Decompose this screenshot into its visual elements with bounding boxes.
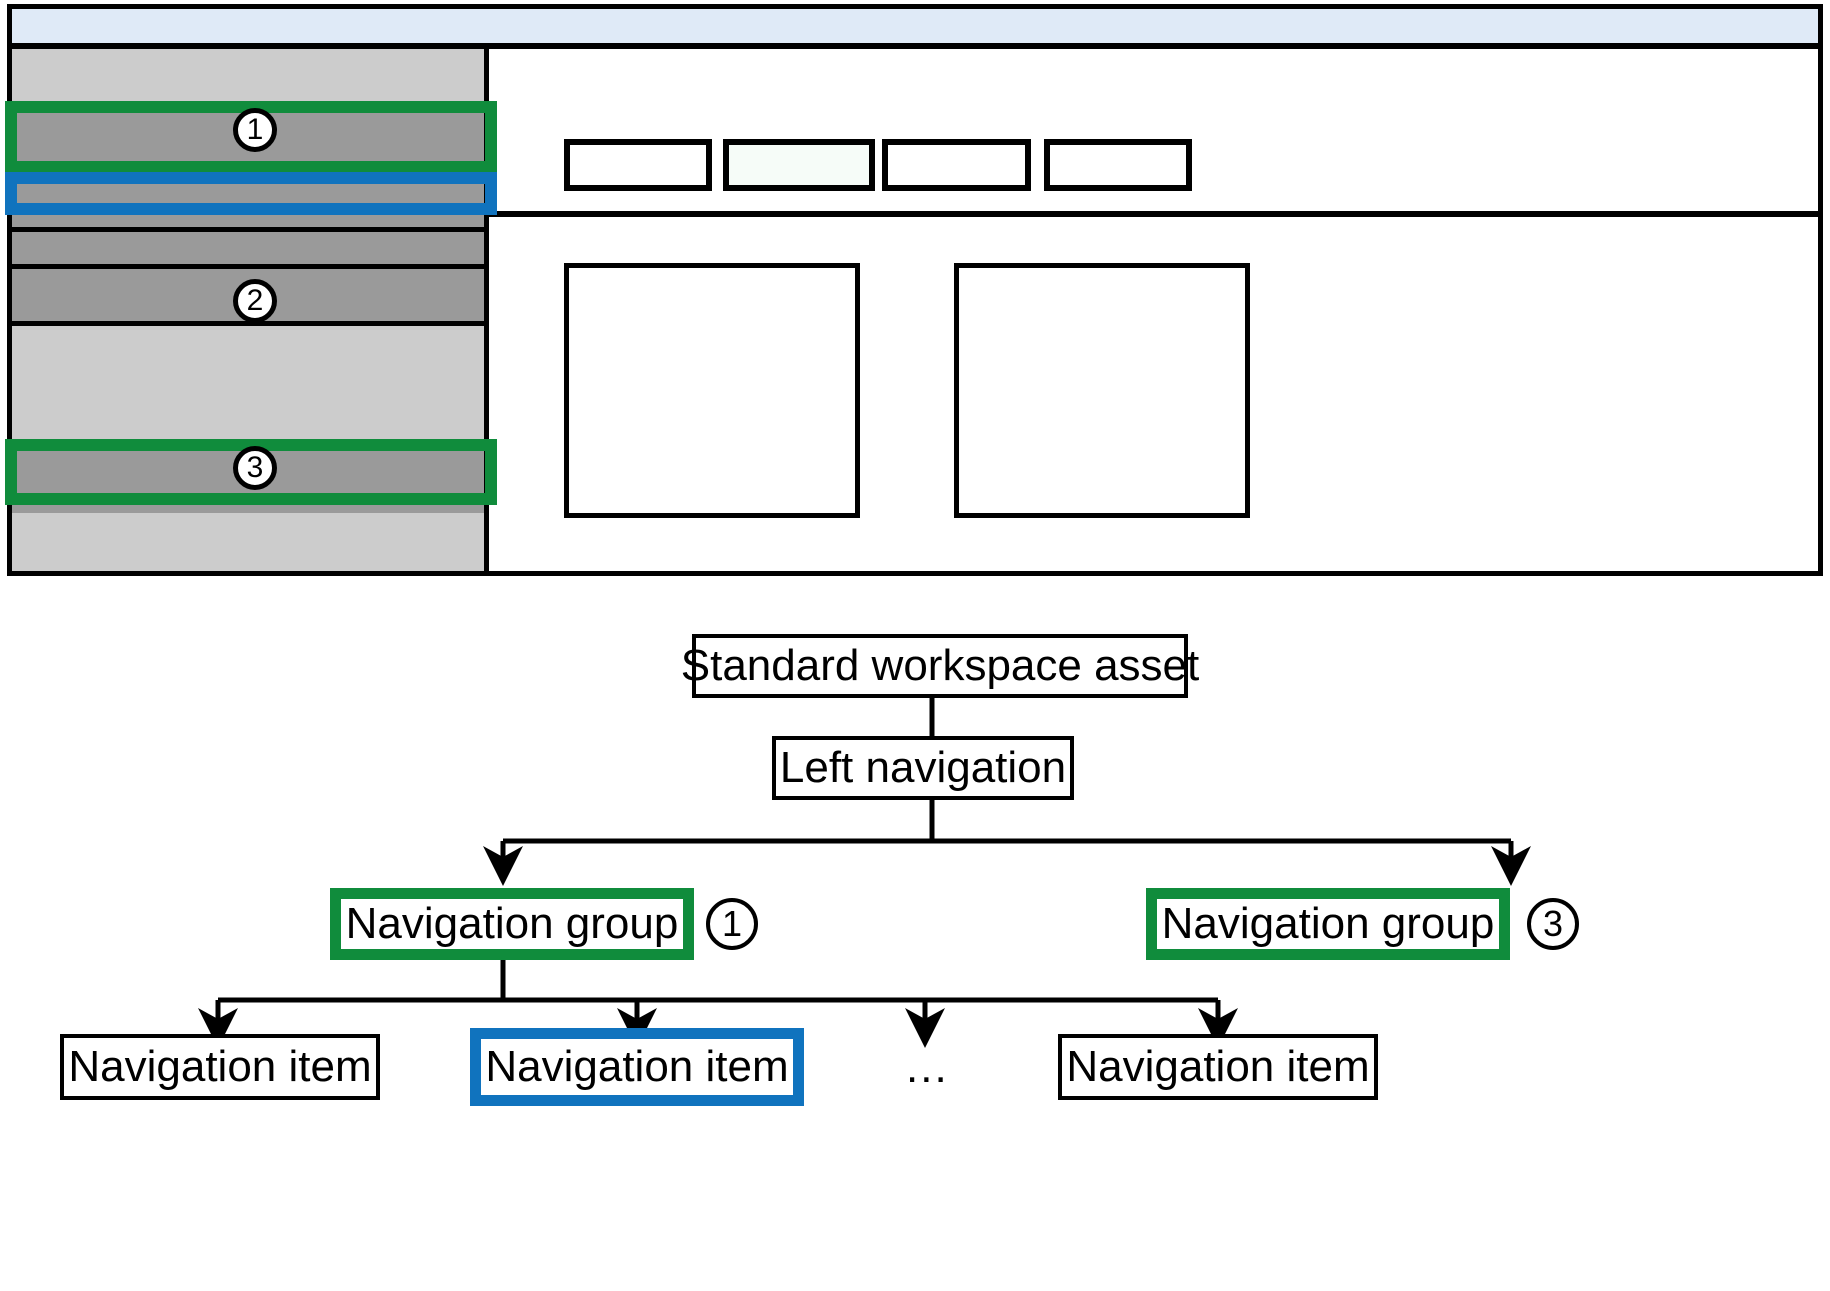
callout-marker-3: 3 [233, 446, 277, 490]
content-card-2[interactable] [954, 263, 1250, 518]
toolbar-region [489, 49, 1818, 217]
tree-node-navigation-group-3-label: Navigation group [1157, 899, 1499, 949]
tree-node-navigation-item-1[interactable]: Navigation item [60, 1034, 380, 1100]
tree-node-navigation-group-3[interactable]: Navigation group [1146, 888, 1510, 960]
tree-node-navigation-item-2-label: Navigation item [481, 1039, 793, 1095]
application-title-bar [12, 9, 1818, 49]
toolbar-button-2[interactable] [723, 139, 875, 191]
sidebar-item-row-a[interactable] [12, 227, 484, 269]
toolbar-button-4[interactable] [1044, 139, 1192, 191]
tree-node-navigation-item-1-label: Navigation item [68, 1042, 372, 1091]
tree-node-navigation-item-n-label: Navigation item [1066, 1042, 1370, 1091]
content-card-1[interactable] [564, 263, 860, 518]
callout-marker-1-label: 1 [246, 113, 264, 146]
highlight-group-1 [5, 101, 497, 173]
main-content-region [489, 49, 1818, 571]
tree-node-navigation-item-2[interactable]: Navigation item [470, 1028, 804, 1106]
toolbar-button-1[interactable] [564, 139, 712, 191]
tree-node-root[interactable]: Standard workspace asset [681, 634, 1199, 698]
nav-filler-bottom [12, 513, 484, 571]
tree-callout-marker-1-label: 1 [721, 903, 743, 944]
tree-callout-marker-1: 1 [706, 898, 758, 950]
callout-marker-2: 2 [233, 279, 277, 323]
highlight-group-3 [5, 439, 497, 505]
tree-node-navigation-group-1-label: Navigation group [341, 899, 683, 949]
callout-marker-2-label: 2 [246, 284, 264, 317]
toolbar-button-3[interactable] [882, 139, 1031, 191]
tree-node-root-label: Standard workspace asset [680, 641, 1200, 690]
tree-node-navigation-item-n[interactable]: Navigation item [1058, 1034, 1378, 1100]
workspace-wireframe: 1 2 3 [5, 4, 1823, 576]
nav-filler-top [12, 49, 484, 108]
nav-filler-mid-2 [12, 326, 484, 451]
highlight-selected-item [5, 172, 497, 215]
tree-node-left-navigation-label: Left navigation [779, 743, 1067, 792]
tree-node-left-navigation[interactable]: Left navigation [772, 736, 1074, 800]
callout-marker-1: 1 [233, 108, 277, 152]
hierarchy-tree-diagram: Standard workspace asset Left navigation… [0, 576, 1830, 1291]
tree-ellipsis: ... [906, 1043, 949, 1092]
tree-node-navigation-group-1[interactable]: Navigation group [330, 888, 694, 960]
tree-callout-marker-3: 3 [1527, 898, 1579, 950]
tree-callout-marker-3-label: 3 [1542, 903, 1564, 944]
callout-marker-3-label: 3 [246, 451, 264, 484]
